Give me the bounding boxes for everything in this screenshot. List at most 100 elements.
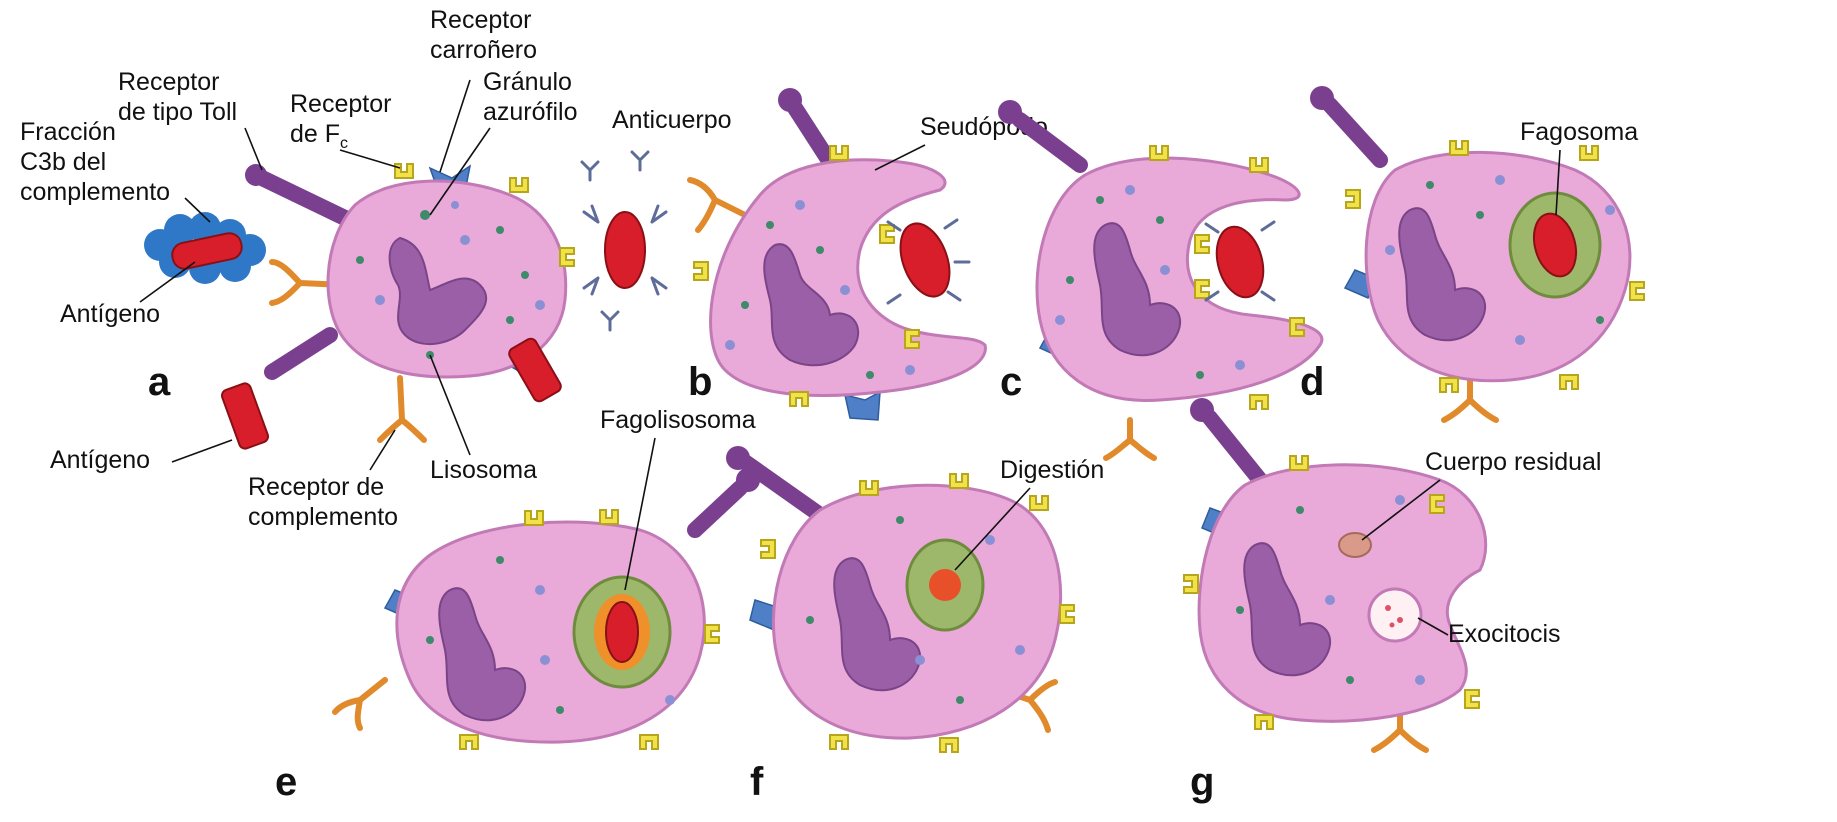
granule xyxy=(556,706,564,714)
fc-receptor xyxy=(1560,375,1578,389)
granule xyxy=(1325,595,1335,605)
panel-g: Cuerpo residual Exocitocis g xyxy=(1184,398,1602,804)
panel-d: Fagosoma d xyxy=(1300,86,1644,420)
fc-receptor xyxy=(1184,575,1198,593)
panel-letter-c: c xyxy=(1000,360,1022,404)
antigen xyxy=(1209,222,1270,303)
fc-receptor xyxy=(395,164,413,178)
scavenger-receptor xyxy=(845,392,880,420)
fc-receptor xyxy=(1580,146,1598,160)
fc-receptor xyxy=(880,225,894,243)
label-antigeno-1: Antígeno xyxy=(60,300,160,328)
fc-receptor xyxy=(830,146,848,160)
granule xyxy=(806,616,814,624)
neutrophil-cell-c xyxy=(1037,158,1322,400)
panel-letter-e: e xyxy=(275,760,297,804)
granule xyxy=(496,226,504,234)
granule xyxy=(1476,211,1484,219)
granule xyxy=(1055,315,1065,325)
toll-receptor-lower xyxy=(272,335,330,372)
toll-receptor xyxy=(262,178,345,218)
granule xyxy=(1596,316,1604,324)
granule xyxy=(356,256,364,264)
label-anticuerpo: Anticuerpo xyxy=(612,106,732,134)
fc-receptor xyxy=(1630,282,1644,300)
granule xyxy=(741,301,749,309)
granule xyxy=(1156,216,1164,224)
fc-receptor xyxy=(1346,190,1360,208)
exocytosis-debris xyxy=(1390,623,1395,628)
label-antigeno-2: Antígeno xyxy=(50,446,150,474)
fc-receptor xyxy=(1450,141,1468,155)
granule xyxy=(496,556,504,564)
complement-receptor xyxy=(690,180,745,230)
complement-receptor xyxy=(335,680,385,728)
granule xyxy=(375,295,385,305)
granule xyxy=(1235,360,1245,370)
fc-receptor xyxy=(1195,235,1209,253)
granule xyxy=(1066,276,1074,284)
fc-receptor xyxy=(830,735,848,749)
antibody xyxy=(584,206,598,222)
fc-receptor xyxy=(940,738,958,752)
label-receptor-carronero: Receptorcarroñero xyxy=(430,6,537,64)
fc-receptor xyxy=(1250,395,1268,409)
granule xyxy=(665,695,675,705)
fc-receptor xyxy=(705,625,719,643)
fc-receptor xyxy=(1250,158,1268,172)
panel-letter-b: b xyxy=(688,360,712,404)
leader-line xyxy=(172,440,232,462)
granule xyxy=(535,585,545,595)
label-receptor-fc: Receptorde Fc xyxy=(290,90,391,152)
toll-receptor-knob xyxy=(1190,398,1214,422)
toll-receptor xyxy=(1020,120,1080,165)
antibody xyxy=(632,152,648,170)
panel-letter-f: f xyxy=(750,760,764,804)
exocytosis-debris xyxy=(1385,605,1391,611)
granule xyxy=(1015,645,1025,655)
granule xyxy=(535,300,545,310)
granule xyxy=(816,246,824,254)
fc-receptor xyxy=(1255,715,1273,729)
antibody xyxy=(584,278,598,294)
granule xyxy=(795,200,805,210)
panel-letter-d: d xyxy=(1300,360,1324,404)
granule xyxy=(840,285,850,295)
fc-receptor xyxy=(1440,378,1458,392)
granule xyxy=(521,271,529,279)
complement-receptor-bottom xyxy=(380,378,424,440)
c3b-antigen-complex xyxy=(144,212,266,284)
antibody xyxy=(652,206,666,222)
granule xyxy=(866,371,874,379)
granule xyxy=(1605,205,1615,215)
fc-receptor xyxy=(1030,496,1048,510)
granule xyxy=(1385,245,1395,255)
fc-receptor xyxy=(640,735,658,749)
granule xyxy=(540,655,550,665)
granule xyxy=(1346,676,1354,684)
toll-receptor-knob xyxy=(726,446,750,470)
antigen xyxy=(606,602,638,662)
toll-receptor-knob xyxy=(245,164,267,186)
granule xyxy=(426,636,434,644)
fc-receptor xyxy=(600,510,618,524)
fc-receptor xyxy=(1060,605,1074,623)
granule xyxy=(1515,335,1525,345)
toll-receptor xyxy=(695,488,740,530)
label-cuerpo-residual: Cuerpo residual xyxy=(1425,448,1602,476)
label-receptor-toll: Receptorde tipo Toll xyxy=(118,68,237,126)
label-fagolisosoma: Fagolisosoma xyxy=(600,406,756,434)
fc-receptor xyxy=(560,248,574,266)
antibody xyxy=(652,278,666,294)
fc-receptor xyxy=(950,474,968,488)
granule xyxy=(956,696,964,704)
granule xyxy=(725,340,735,350)
opsonized-antigen xyxy=(584,206,666,294)
label-exocitosis: Exocitocis xyxy=(1448,620,1561,648)
granule xyxy=(420,210,430,220)
toll-receptor-knob xyxy=(778,88,802,112)
panel-b: Seudópodo b xyxy=(688,88,1048,420)
granule xyxy=(1125,185,1135,195)
